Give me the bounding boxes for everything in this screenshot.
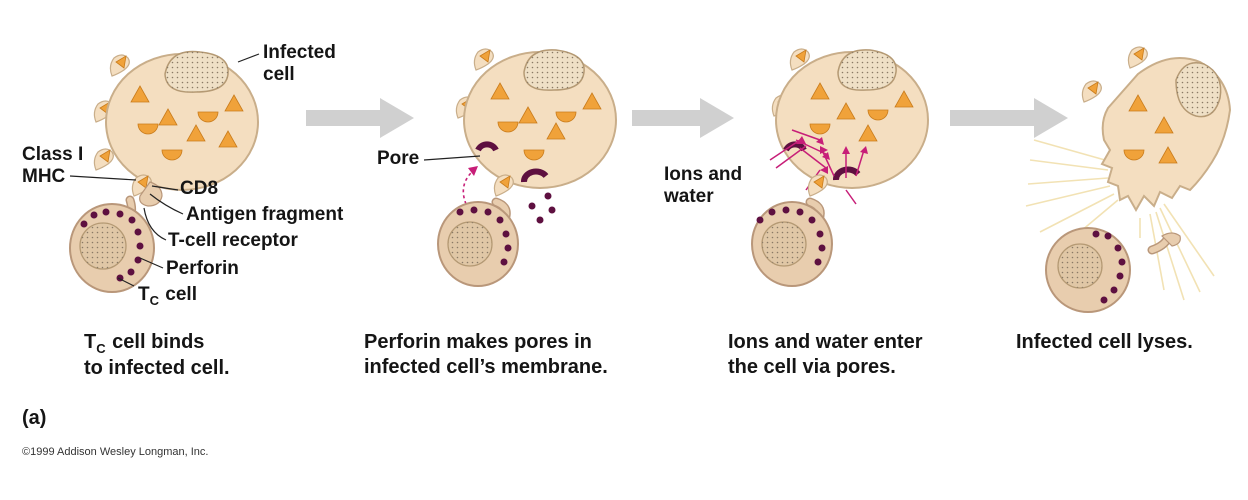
label-ions-and-water: Ions and water <box>664 164 743 207</box>
label-perforin: Perforin <box>166 258 239 279</box>
mhc-knob <box>473 48 494 71</box>
panel2-art <box>423 48 617 287</box>
leader-lines <box>69 53 260 287</box>
pore <box>475 141 499 152</box>
process-arrow <box>950 98 1068 138</box>
caption-panel1: TC cell binds to infected cell. <box>84 331 230 379</box>
panel3-art <box>751 48 929 287</box>
panel1-art <box>69 50 260 293</box>
mhc-knob <box>1081 80 1102 103</box>
panel4-art <box>1025 46 1232 313</box>
label-t-cell-receptor: T-cell receptor <box>168 230 298 251</box>
label-class-i: Class I <box>22 144 84 165</box>
mhc-knob <box>93 148 114 171</box>
caption-panel4: Infected cell lyses. <box>1016 331 1193 353</box>
label-tc-cell: TC cell <box>138 284 197 308</box>
caption-panel2: Perforin makes pores in infected cell’s … <box>364 331 608 378</box>
copyright-notice: ©1999 Addison Wesley Longman, Inc. <box>22 446 209 458</box>
process-arrow <box>306 98 414 138</box>
class-i-mhc <box>807 174 828 197</box>
label-pore: Pore <box>377 148 420 169</box>
pore <box>833 166 861 181</box>
perforin-path-arrow <box>462 169 475 205</box>
mhc-knob <box>109 54 130 77</box>
perforin-granules <box>756 206 826 266</box>
label-infected-cell: Infected cell <box>263 42 336 85</box>
perforin-granules <box>80 208 144 282</box>
mhc-knob <box>1127 46 1148 69</box>
leader-line <box>423 155 481 161</box>
caption-panel3: Ions and water enter the cell via pores. <box>728 331 923 378</box>
pore <box>521 168 549 183</box>
label-mhc: MHC <box>22 166 66 187</box>
perforin-granules <box>1092 230 1126 304</box>
label-cd8: CD8 <box>180 178 219 199</box>
label-antigen-fragment: Antigen fragment <box>186 204 344 225</box>
perforin-granules <box>456 192 556 266</box>
figure-label: (a) <box>22 407 47 429</box>
class-i-mhc <box>493 174 514 197</box>
process-arrow <box>632 98 734 138</box>
